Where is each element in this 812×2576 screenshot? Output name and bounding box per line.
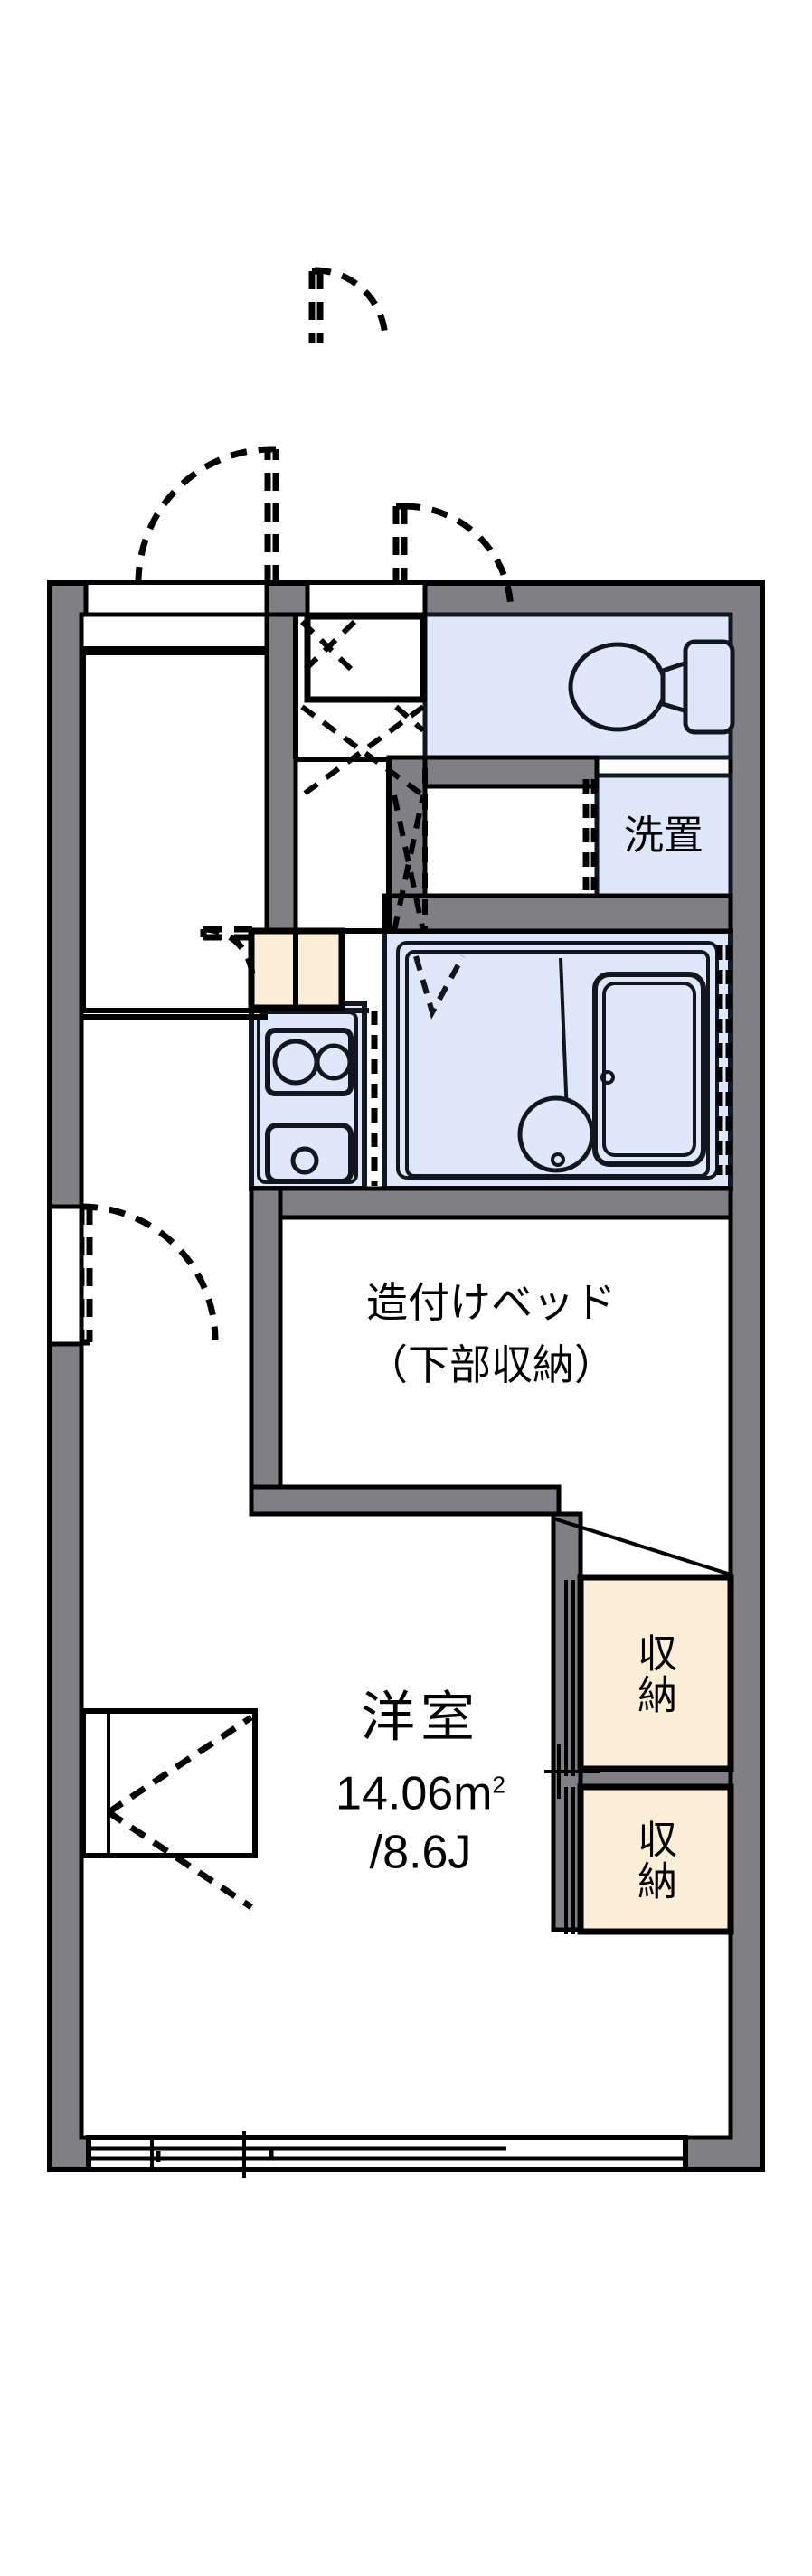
wash-basin-icon (517, 1095, 595, 1173)
built-in-bed-label-line1: 造付けベッド (366, 1278, 616, 1326)
bath-door-swing (403, 503, 515, 614)
burner-small-icon (315, 1043, 353, 1081)
main-room-area: 14.06m2 (335, 1767, 505, 1820)
kitchen-sink-icon (265, 1123, 354, 1184)
window-mullions (150, 2138, 687, 2169)
balcony-window (86, 2131, 688, 2178)
stove-icon (265, 1028, 354, 1096)
bath-fixtures (396, 941, 719, 1180)
left-closet (80, 1708, 258, 1910)
entrance-niche (304, 613, 427, 703)
closet-folding-door-lines (544, 1580, 600, 1934)
toilet-doorway (305, 585, 428, 617)
toilet-icon (568, 639, 735, 735)
bath-inner-outline-2 (405, 950, 710, 1178)
closet-upper-label: 収納 (631, 1632, 676, 1716)
bathtub-icon (592, 972, 706, 1167)
closet-upper-door-diagonal (552, 1517, 732, 1576)
room-doorway (52, 1204, 84, 1347)
entrance-doorway (83, 585, 269, 617)
built-in-bed-label-line2: （下部収納） (366, 1340, 616, 1388)
closet-lower-label: 収納 (631, 1819, 676, 1902)
entrance-door-swing (135, 446, 273, 584)
laundry-label: 洗置 (624, 813, 703, 858)
entrance-hatch (299, 619, 428, 932)
closets (544, 1517, 734, 1935)
main-room-label: 洋室 (361, 1687, 480, 1748)
area-unit-superscript: 2 (492, 1771, 505, 1799)
room-door-swing (80, 1203, 219, 1341)
entrance-hall-lines (80, 646, 268, 1020)
main-room-area-value: 14.06m (335, 1767, 493, 1820)
closet-upper-floor (577, 1574, 734, 1772)
closet-lower-floor (577, 1783, 734, 1935)
main-room-jo: /8.6J (369, 1826, 472, 1879)
door-swings (80, 267, 515, 1341)
